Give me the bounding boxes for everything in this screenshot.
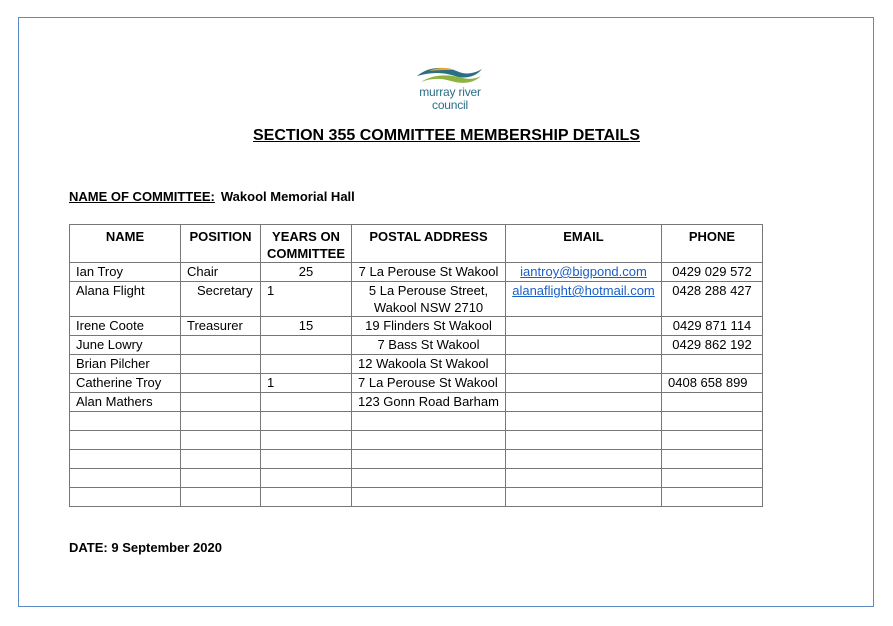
cell-years bbox=[260, 392, 352, 412]
cell-position bbox=[180, 354, 261, 374]
cell-years bbox=[260, 354, 352, 374]
cell-phone: 0429 862 192 bbox=[661, 335, 763, 355]
page-title: SECTION 355 COMMITTEE MEMBERSHIP DETAILS bbox=[252, 127, 640, 144]
table-row: Alana Flight Secretary 1 5 La Perouse St… bbox=[69, 281, 763, 317]
cell-email bbox=[505, 316, 662, 336]
table-row: June Lowry 7 Bass St Wakool 0429 862 192 bbox=[69, 335, 763, 355]
header-address: POSTAL ADDRESS bbox=[351, 224, 506, 263]
cell-name: Catherine Troy bbox=[69, 373, 181, 393]
cell-years: 1 bbox=[260, 281, 352, 317]
cell-email bbox=[505, 335, 662, 355]
table-header-row: NAME POSITION YEARS ON COMMITTEE POSTAL … bbox=[69, 224, 763, 263]
cell-address: 12 Wakoola St Wakool bbox=[351, 354, 506, 374]
cell-phone bbox=[661, 392, 763, 412]
table-row: Ian Troy Chair 25 7 La Perouse St Wakool… bbox=[69, 262, 763, 282]
cell-email bbox=[505, 373, 662, 393]
table-row: Brian Pilcher 12 Wakoola St Wakool bbox=[69, 354, 763, 374]
cell-years: 15 bbox=[260, 316, 352, 336]
table-row: Irene Coote Treasurer 15 19 Flinders St … bbox=[69, 316, 763, 336]
cell-name: Ian Troy bbox=[69, 262, 181, 282]
cell-years: 1 bbox=[260, 373, 352, 393]
cell-address: 19 Flinders St Wakool bbox=[351, 316, 506, 336]
cell-name: Brian Pilcher bbox=[69, 354, 181, 374]
cell-email bbox=[505, 354, 662, 374]
email-link[interactable]: alanaflight@hotmail.com bbox=[505, 281, 662, 317]
address-line: Wakool NSW 2710 bbox=[373, 300, 484, 315]
cell-years: 25 bbox=[260, 262, 352, 282]
cell-name: June Lowry bbox=[69, 335, 181, 355]
cell-address: 7 La Perouse St Wakool bbox=[351, 373, 506, 393]
page-border bbox=[18, 17, 874, 607]
cell-years bbox=[260, 335, 352, 355]
header-position: POSITION bbox=[180, 224, 261, 263]
header-email: EMAIL bbox=[505, 224, 662, 263]
empty-row bbox=[69, 411, 763, 431]
cell-position: Secretary bbox=[180, 281, 261, 317]
cell-phone: 0428 288 427 bbox=[661, 281, 763, 317]
table-row: Catherine Troy 1 7 La Perouse St Wakool … bbox=[69, 373, 763, 393]
header-years: YEARS ON COMMITTEE bbox=[260, 224, 352, 263]
document-date: DATE: 9 September 2020 bbox=[69, 540, 222, 555]
header-phone: PHONE bbox=[661, 224, 763, 263]
email-link[interactable]: iantroy@bigpond.com bbox=[505, 262, 662, 282]
empty-row bbox=[69, 468, 763, 488]
cell-position: Treasurer bbox=[180, 316, 261, 336]
empty-row bbox=[69, 430, 763, 450]
council-logo: murray river council bbox=[405, 64, 495, 116]
address-line: 5 La Perouse Street, bbox=[368, 283, 489, 298]
cell-phone bbox=[661, 354, 763, 374]
logo-text-line2: council bbox=[432, 98, 468, 112]
committee-label: NAME OF COMMITTEE: bbox=[69, 189, 215, 204]
cell-phone: 0429 871 114 bbox=[661, 316, 763, 336]
header-name: NAME bbox=[69, 224, 181, 263]
cell-name: Alana Flight bbox=[69, 281, 181, 317]
cell-address: 5 La Perouse Street, Wakool NSW 2710 bbox=[351, 281, 506, 317]
cell-name: Alan Mathers bbox=[69, 392, 181, 412]
cell-address: 123 Gonn Road Barham bbox=[351, 392, 506, 412]
cell-address: 7 Bass St Wakool bbox=[351, 335, 506, 355]
committee-name: NAME OF COMMITTEE: Wakool Memorial Hall bbox=[69, 189, 355, 204]
committee-value: Wakool Memorial Hall bbox=[220, 189, 355, 204]
cell-phone: 0429 029 572 bbox=[661, 262, 763, 282]
cell-position: Chair bbox=[180, 262, 261, 282]
cell-position bbox=[180, 335, 261, 355]
cell-phone: 0408 658 899 bbox=[661, 373, 763, 393]
cell-name: Irene Coote bbox=[69, 316, 181, 336]
cell-position bbox=[180, 373, 261, 393]
empty-row bbox=[69, 449, 763, 469]
membership-table: NAME POSITION YEARS ON COMMITTEE POSTAL … bbox=[69, 224, 763, 507]
empty-row bbox=[69, 487, 763, 507]
cell-position bbox=[180, 392, 261, 412]
cell-email bbox=[505, 392, 662, 412]
table-row: Alan Mathers 123 Gonn Road Barham bbox=[69, 392, 763, 412]
river-wave-icon bbox=[417, 67, 482, 83]
logo-text-line1: murray river bbox=[419, 85, 481, 99]
cell-address: 7 La Perouse St Wakool bbox=[351, 262, 506, 282]
